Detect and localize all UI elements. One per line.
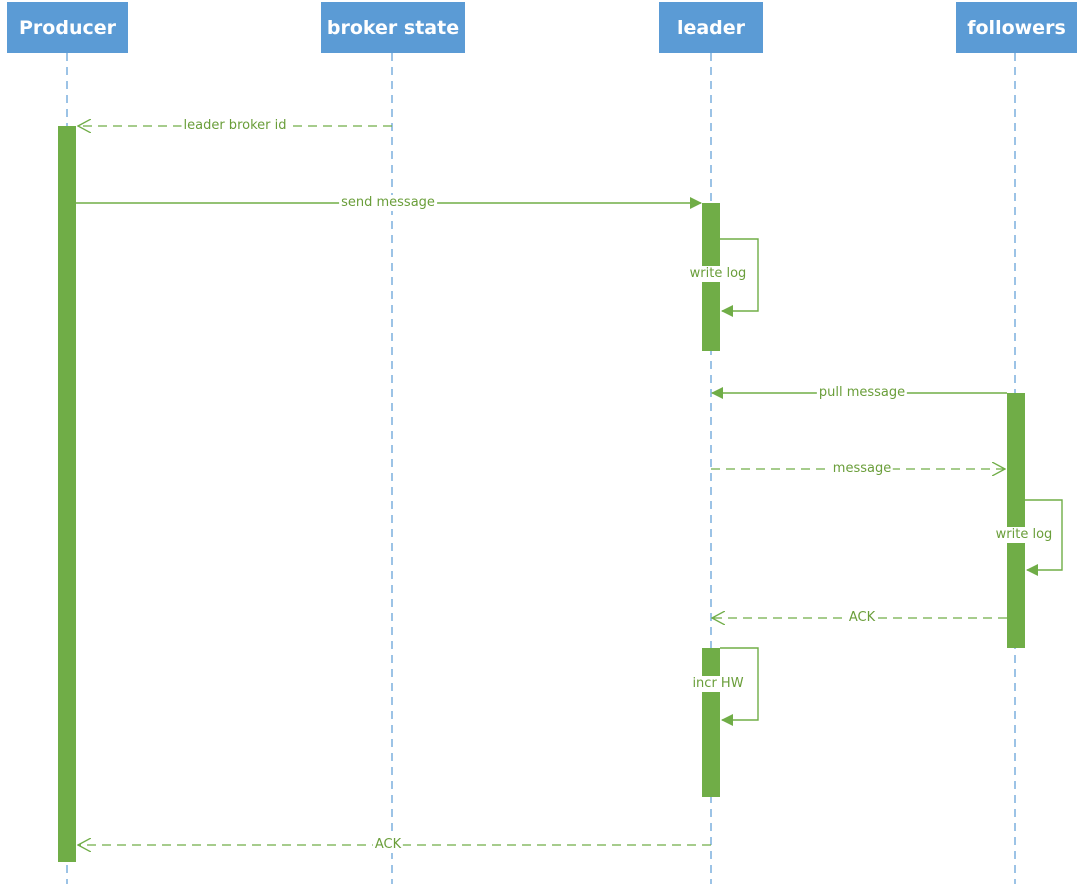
label-send-message: send message [339,195,437,211]
participant-producer: Producer [7,2,128,53]
activation-leader-2 [702,648,720,797]
message-followers-write-log [1025,499,1063,576]
label-ack-producer: ACK [372,837,404,853]
label-message: message [830,461,894,477]
label-pull-message: pull message [816,385,908,401]
label-leader-write-log: write log [687,266,749,282]
label-ack-followers: ACK [846,610,878,626]
message-leader-write-log [720,238,759,317]
activation-producer [58,126,76,862]
label-leader-broker-id: leader broker id [181,118,289,134]
label-followers-write-log: write log [993,527,1055,543]
participant-leader: leader [659,2,763,53]
activation-followers [1007,393,1025,648]
participant-followers: followers [956,2,1077,53]
participant-broker-state: broker state [321,2,465,53]
label-incr-hw: incr HW [690,676,746,692]
message-incr-hw [720,647,759,726]
